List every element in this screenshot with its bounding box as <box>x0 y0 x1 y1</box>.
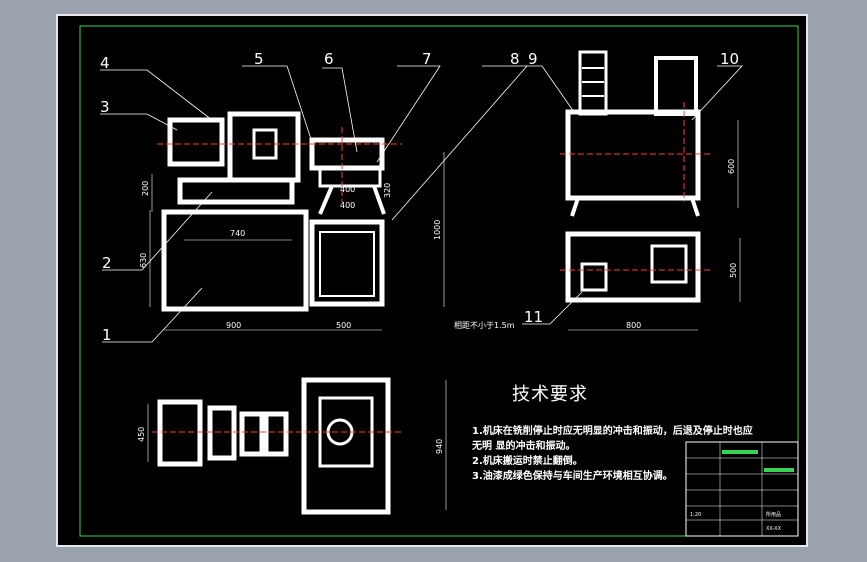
dim-lines-side <box>568 120 741 331</box>
leader-lines-side <box>522 65 743 325</box>
dim-text: 740 <box>230 229 245 238</box>
drawing-frame: 4 3 5 6 7 8 9 10 2 1 11 200 630 740 900 … <box>56 14 808 547</box>
cad-drawing: 4 3 5 6 7 8 9 10 2 1 11 200 630 740 900 … <box>79 25 799 537</box>
side-view <box>565 50 701 303</box>
dim-text: 400 <box>340 201 355 210</box>
part-number: 3 <box>100 98 110 116</box>
tech-requirement-line: 1.机床在铣削停止时应无明显的冲击和振动，后退及停止时也应 <box>472 426 753 437</box>
part-number: 8 <box>510 50 520 68</box>
part-number: 2 <box>102 254 112 272</box>
dim-lines-front <box>149 152 445 331</box>
top-gearbox-b <box>239 411 265 457</box>
part-number: 9 <box>528 50 538 68</box>
mid-table <box>177 177 295 205</box>
dim-text: 200 <box>141 181 150 196</box>
title-block-label: 所用品 <box>766 511 781 518</box>
side-window <box>580 262 608 292</box>
pedestal-inner <box>319 231 375 297</box>
part-number: 10 <box>720 50 739 68</box>
title-block-label: XX-XX <box>766 526 782 532</box>
dim-text: 940 <box>435 439 444 454</box>
pedestal <box>309 219 385 307</box>
front-centerlines <box>157 127 402 202</box>
leader-lines-front <box>100 65 528 343</box>
side-centerlines <box>560 102 710 271</box>
dim-text: 450 <box>137 427 146 442</box>
motor <box>167 117 225 167</box>
dim-text: 1000 <box>433 220 442 240</box>
dim-text: 630 <box>139 253 148 268</box>
spindle-base <box>318 166 382 188</box>
top-motor <box>157 399 203 467</box>
side-column-right <box>654 56 698 116</box>
front-view <box>161 111 386 312</box>
dim-lines-top <box>147 380 447 510</box>
tech-requirement-line: 2.机床搬运时禁止翻倒。 <box>472 456 583 467</box>
top-gearbox-a <box>207 405 237 461</box>
dim-text: 800 <box>626 321 641 330</box>
base-frame <box>161 209 309 312</box>
dim-text: 320 <box>383 183 392 198</box>
top-cutter <box>326 418 354 446</box>
gearbox <box>227 111 301 183</box>
tech-requirement-line: 3.油漆成绿色保持与车间生产环境相互协调。 <box>472 471 673 482</box>
dim-text: 500 <box>336 321 351 330</box>
inner-border <box>79 25 799 537</box>
part-number: 11 <box>524 308 543 326</box>
part-number: 1 <box>102 326 112 344</box>
part-number: 4 <box>100 54 110 72</box>
spacing-note: 相距不小于1.5m <box>454 320 515 330</box>
part-number: 7 <box>422 50 432 68</box>
side-body <box>565 109 701 201</box>
dim-text: 900 <box>226 321 241 330</box>
dim-text: 600 <box>727 159 736 174</box>
top-gearbox-c <box>263 411 289 457</box>
dim-text: 500 <box>729 263 738 278</box>
side-column-left <box>578 50 608 116</box>
title-block: 1:20 所用品 XX-XX <box>685 441 799 537</box>
part-number: 5 <box>254 50 264 68</box>
dim-text: 400 <box>340 185 355 194</box>
tech-requirements-title: 技术要求 <box>512 384 588 405</box>
part-number: 6 <box>324 50 334 68</box>
tech-requirement-line: 无明 显的冲击和振动。 <box>472 441 576 452</box>
title-block-scale: 1:20 <box>690 512 701 518</box>
top-body <box>301 377 391 515</box>
side-gear <box>650 244 688 284</box>
side-lower <box>565 231 701 303</box>
top-view <box>157 377 391 515</box>
